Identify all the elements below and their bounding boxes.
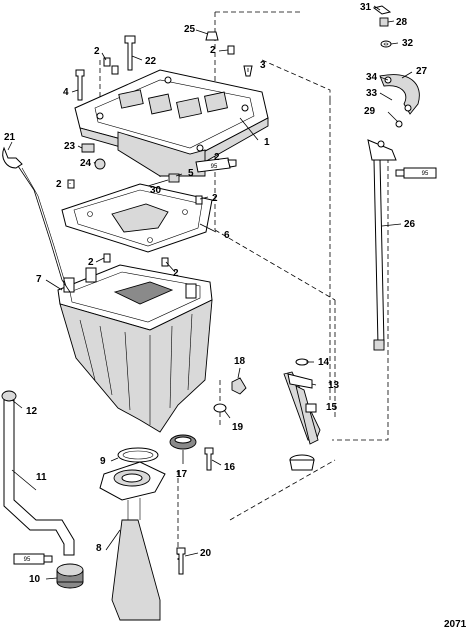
callout-9: 9 xyxy=(100,456,106,467)
callout-1: 1 xyxy=(264,137,270,148)
lubricant-tube-2: 95 xyxy=(395,167,437,179)
lubricant-tube-3: 95 xyxy=(13,553,53,565)
gasket xyxy=(61,183,213,253)
seals xyxy=(117,434,197,463)
driveshaft-housing xyxy=(99,461,166,621)
callout-4: 4 xyxy=(63,87,69,98)
callout-8: 8 xyxy=(96,543,102,554)
shift-lever xyxy=(379,74,420,128)
tube-label: 95 xyxy=(24,557,31,563)
callout-2: 2 xyxy=(88,257,94,268)
callout-25: 25 xyxy=(184,24,196,35)
callout-2: 2 xyxy=(210,45,216,56)
callout-24: 24 xyxy=(80,158,92,169)
callout-12: 12 xyxy=(26,406,38,417)
callout-11: 11 xyxy=(36,472,47,483)
callout-29: 29 xyxy=(364,106,376,117)
callout-22: 22 xyxy=(145,56,157,67)
callout-7: 7 xyxy=(36,274,42,285)
shift-rod xyxy=(367,139,397,351)
tube-label: 95 xyxy=(422,171,429,177)
diagram-reference-number: 2071 xyxy=(444,619,467,630)
leader-lines xyxy=(7,5,413,580)
callout-19: 19 xyxy=(232,422,244,433)
callout-30: 30 xyxy=(150,185,162,196)
adapter-plate xyxy=(74,69,269,177)
pin-and-washers xyxy=(372,5,392,48)
callout-2: 2 xyxy=(56,179,62,190)
callout-2: 2 xyxy=(94,46,100,57)
callout-2: 2 xyxy=(214,152,220,163)
water-tube xyxy=(1,390,75,556)
drain-plug xyxy=(213,377,247,413)
tube-label: 95 xyxy=(211,164,218,170)
dipstick xyxy=(2,146,71,293)
callout-20: 20 xyxy=(200,548,212,559)
callout-5: 5 xyxy=(188,168,194,179)
bolts xyxy=(67,31,253,575)
callout-14: 14 xyxy=(318,357,330,368)
callout-32: 32 xyxy=(402,38,414,49)
callout-2: 2 xyxy=(212,193,218,204)
callout-21: 21 xyxy=(4,132,16,143)
grommet xyxy=(56,563,84,589)
callout-28: 28 xyxy=(396,17,408,28)
callout-31: 31 xyxy=(360,2,372,13)
water-pickup xyxy=(283,358,321,471)
callout-16: 16 xyxy=(224,462,236,473)
lubricant-tube-1: 95 xyxy=(195,157,237,173)
callout-27: 27 xyxy=(416,66,428,77)
callout-6: 6 xyxy=(224,230,230,241)
callout-10: 10 xyxy=(29,574,41,585)
callout-15: 15 xyxy=(326,402,338,413)
callouts: 1 2 2 2 2 2 2 2 3 4 5 6 7 8 9 10 11 12 1… xyxy=(4,2,428,585)
oil-sump xyxy=(57,264,213,433)
callout-23: 23 xyxy=(64,141,76,152)
callout-17: 17 xyxy=(176,469,188,480)
callout-33: 33 xyxy=(366,88,378,99)
callout-2: 2 xyxy=(173,268,179,279)
callout-3: 3 xyxy=(260,60,266,71)
callout-18: 18 xyxy=(234,356,246,367)
callout-34: 34 xyxy=(366,72,378,83)
callout-26: 26 xyxy=(404,219,416,230)
callout-13: 13 xyxy=(328,380,340,391)
